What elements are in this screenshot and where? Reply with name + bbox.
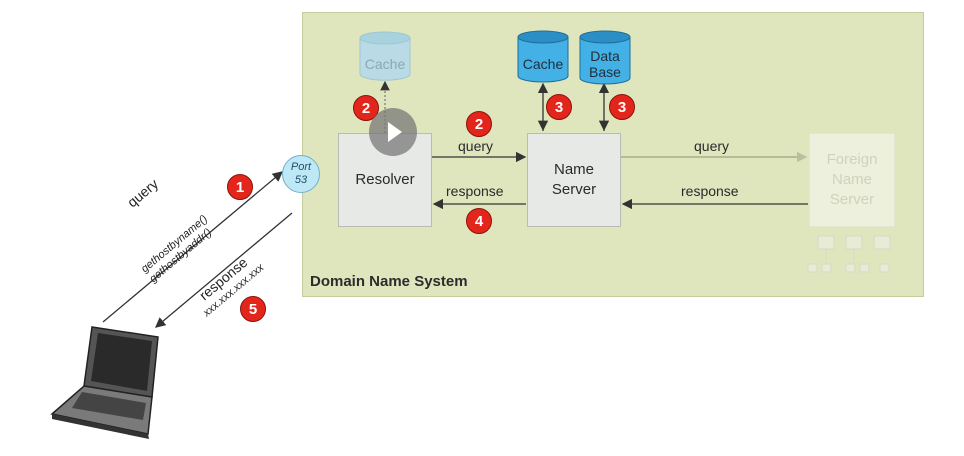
ns-database-line2: Base [589,64,621,80]
name-server-line1: Name [553,161,594,178]
port-53-badge: Port 53 [282,155,320,193]
resolver-cache-label: Cache [364,56,406,72]
port-number: 53 [294,174,308,186]
play-button[interactable] [369,108,417,156]
foreign-line1: Foreign [826,151,878,168]
name-server-box: Name Server [527,133,621,227]
foreign-query-label: query [694,138,730,154]
ns-database-line1: Data [590,48,620,64]
panel-title: Domain Name System [310,273,468,290]
step-badge-3-cache: 3 [546,94,572,120]
port-label: Port [290,161,312,173]
foreign-name-server-box: Foreign Name Server [809,133,895,227]
step-badge-5: 5 [240,296,266,322]
ns-cache-cylinder [517,30,569,83]
foreign-line2: Name [831,171,872,188]
resolver-cache-cylinder [359,31,411,81]
ns-cache-label: Cache [522,56,564,72]
query-label: query [458,138,494,154]
step-badge-1: 1 [227,174,253,200]
name-server-line2: Server [551,181,597,198]
foreign-response-label: response [681,183,739,199]
laptop-icon [50,326,159,439]
response-label: response [446,183,504,199]
step-badge-3-database: 3 [609,94,635,120]
foreign-line3: Server [829,191,875,208]
step-badge-4: 4 [466,208,492,234]
resolver-label: Resolver [355,171,415,188]
client-query-arrow [102,171,283,323]
ns-database-label: Data Base [582,48,628,80]
ns-database-cylinder [579,30,631,85]
foreign-network-icon [807,235,891,273]
client-response-arrow [155,212,293,328]
step-badge-2-query: 2 [466,111,492,137]
